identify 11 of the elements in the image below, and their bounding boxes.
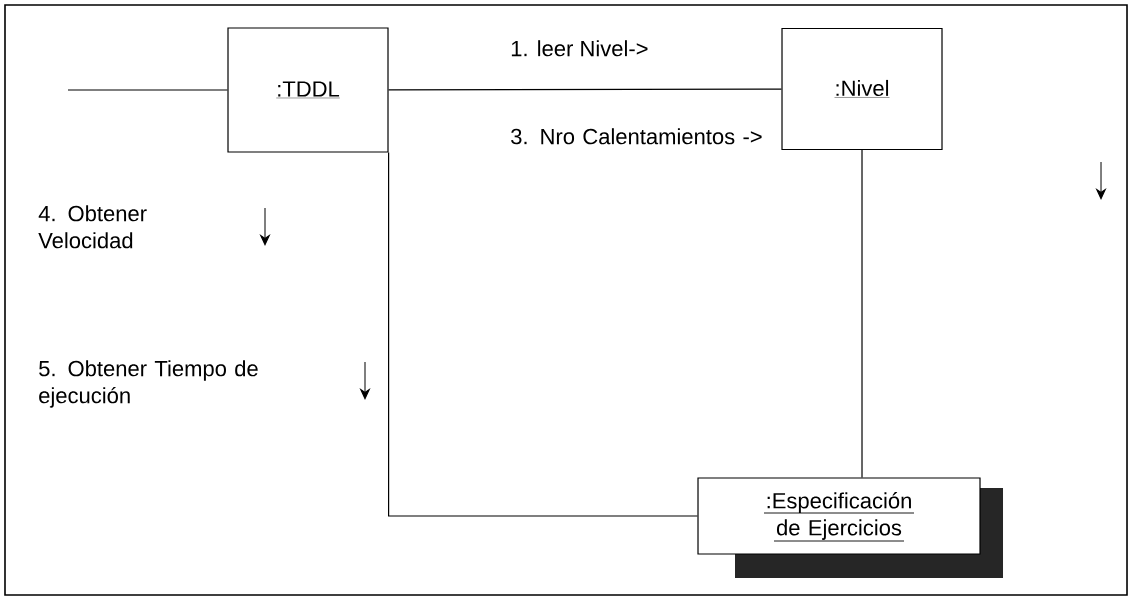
- message-label: 5. Obtener Tiempo de ejecución: [39, 360, 258, 408]
- connector-line: [388, 152, 698, 517]
- message-label: 4. Obtener Velocidad: [38, 205, 147, 249]
- message-label: 1. leer Nivel->: [511, 40, 648, 57]
- object-box: :Especificación de Ejercicios: [697, 477, 1003, 578]
- connector-line: [861, 149, 863, 478]
- object-box: :Nivel: [781, 27, 943, 151]
- object-box: :TDDL: [227, 27, 389, 153]
- message-label: 3. Nro Calentamientos ->: [511, 128, 762, 145]
- connector-line: [388, 88, 782, 91]
- connector-line: [67, 89, 228, 91]
